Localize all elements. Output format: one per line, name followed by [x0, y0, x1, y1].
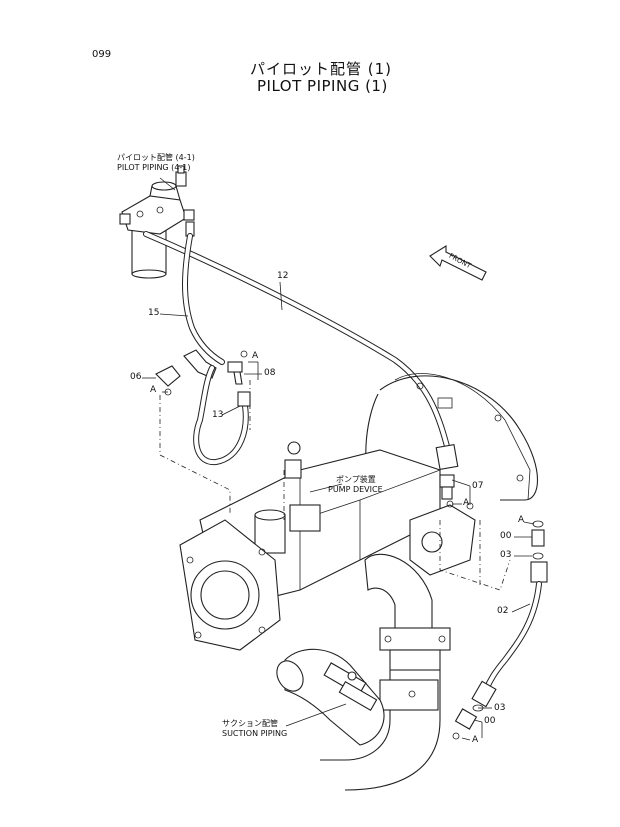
ref-mark-a: A	[518, 515, 525, 525]
callout-suction-piping: サクション配管 SUCTION PIPING	[222, 719, 287, 739]
part-number: 00	[484, 716, 496, 726]
suction-hose	[276, 648, 385, 746]
hose-15	[182, 233, 225, 365]
callout-pilot-piping-ref: パイロット配管 (4-1) PILOT PIPING (4-1)	[117, 153, 195, 173]
ref-mark-a: A	[463, 498, 470, 508]
ref-mark-a: A	[252, 351, 259, 361]
fitting-stack-right	[531, 520, 545, 560]
callout-suction-piping-jp: サクション配管	[222, 719, 278, 728]
pump-device	[159, 380, 511, 651]
front-direction-arrow	[429, 245, 487, 281]
callout-pilot-piping-ref-en: PILOT PIPING (4-1)	[117, 163, 191, 172]
hose-12	[143, 231, 459, 471]
part-number: 13	[212, 410, 224, 420]
leader-lines	[142, 177, 535, 741]
callout-pump-device: ポンプ装置 PUMP DEVICE	[328, 475, 383, 495]
flywheel-housing	[365, 373, 539, 501]
page-number: 099	[92, 49, 112, 60]
callout-pump-device-en: PUMP DEVICE	[328, 485, 383, 494]
fitting-stack-lower	[452, 704, 484, 740]
hose-02	[471, 561, 548, 708]
callout-suction-piping-en: SUCTION PIPING	[222, 729, 288, 738]
page-title-english: PILOT PIPING (1)	[257, 77, 388, 95]
part-number: 07	[472, 481, 484, 491]
hose-13	[193, 365, 251, 466]
part-number: 02	[497, 606, 509, 616]
ref-mark-a: A	[150, 385, 157, 395]
part-number: 12	[277, 271, 289, 281]
part-number: 00	[500, 531, 512, 541]
part-number: 08	[264, 368, 276, 378]
part-number: 06	[130, 372, 142, 382]
fitting-07	[439, 474, 455, 508]
elbow-fitting-06	[155, 365, 181, 396]
ref-mark-a: A	[472, 735, 479, 745]
callout-pump-device-jp: ポンプ装置	[336, 475, 376, 484]
pilot-filter-assembly	[119, 165, 195, 279]
part-number: 03	[500, 550, 512, 560]
suction-elbow	[320, 553, 451, 791]
page-title-japanese: パイロット配管 (1)	[250, 60, 393, 78]
part-number: 15	[148, 308, 160, 318]
callout-pilot-piping-ref-jp: パイロット配管 (4-1)	[117, 153, 195, 162]
part-number: 03	[494, 703, 506, 713]
